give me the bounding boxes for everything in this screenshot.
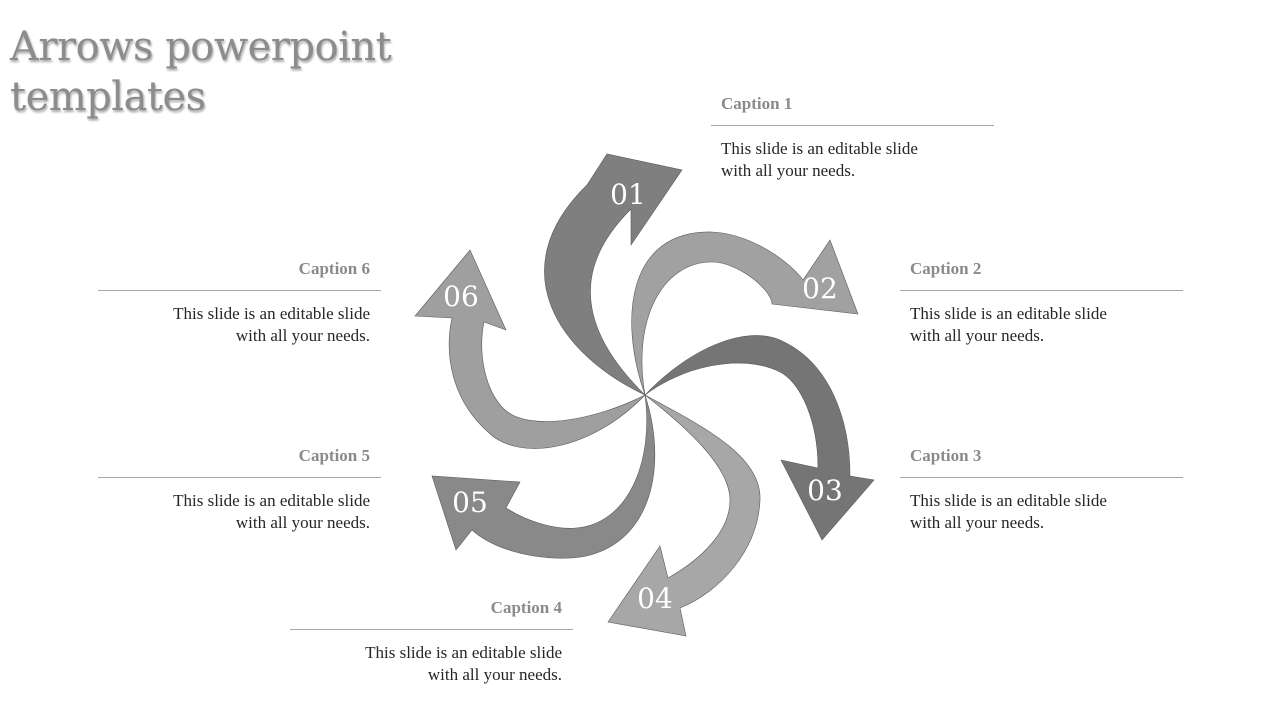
caption-5-title: Caption 5 [298,446,370,465]
arrow-02-shape [631,231,859,396]
caption-2-text: This slide is an editable slide with all… [900,303,1183,347]
caption-6-text: This slide is an editable slide with all… [98,303,381,347]
caption-4-line1: This slide is an editable slide [365,643,562,662]
caption-6-title: Caption 6 [298,259,370,278]
arrow-02-number: 02 [802,272,838,305]
caption-5-text: This slide is an editable slide with all… [98,490,381,534]
arrow-01-shape [544,153,683,396]
caption-2-line2: with all your needs. [910,326,1045,345]
caption-3-text: This slide is an editable slide with all… [900,490,1183,534]
caption-5-divider [98,477,381,478]
caption-3: Caption 3 This slide is an editable slid… [900,445,1183,534]
caption-1: Caption 1 This slide is an editable slid… [711,93,994,182]
arrow-03-shape [644,335,875,541]
arrow-03-number: 03 [807,474,843,507]
caption-3-divider [900,477,1183,478]
arrow-03: 03 [644,335,875,541]
caption-6: Caption 6 This slide is an editable slid… [98,258,381,347]
caption-5-line1: This slide is an editable slide [173,491,370,510]
caption-6-divider [98,290,381,291]
arrow-05: 05 [431,394,656,559]
caption-3-title: Caption 3 [910,446,982,465]
caption-1-line2: with all your needs. [721,161,856,180]
caption-4-divider [290,629,573,630]
caption-4-title: Caption 4 [490,598,562,617]
caption-1-title: Caption 1 [721,94,793,113]
caption-1-line1: This slide is an editable slide [721,139,918,158]
arrow-04-shape [607,394,761,637]
arrow-06-shape [414,249,646,449]
caption-4-line2: with all your needs. [427,665,562,684]
caption-6-line1: This slide is an editable slide [173,304,370,323]
arrow-01: 01 [544,153,683,396]
arrow-06-number: 06 [443,280,479,313]
caption-2-title: Caption 2 [910,259,982,278]
caption-1-divider [711,125,994,126]
caption-5: Caption 5 This slide is an editable slid… [98,445,381,534]
caption-3-line1: This slide is an editable slide [910,491,1107,510]
arrow-05-number: 05 [452,486,488,519]
caption-5-line2: with all your needs. [235,513,370,532]
arrow-01-number: 01 [610,178,646,211]
arrow-04: 04 [607,394,761,637]
caption-2-line1: This slide is an editable slide [910,304,1107,323]
caption-6-line2: with all your needs. [235,326,370,345]
arrow-06: 06 [414,249,646,449]
caption-4: Caption 4 This slide is an editable slid… [290,597,573,686]
slide-title: Arrows powerpoint templates [10,24,392,120]
arrow-04-number: 04 [637,582,673,615]
caption-1-text: This slide is an editable slide with all… [711,138,994,182]
arrow-05-shape [431,394,656,559]
caption-2: Caption 2 This slide is an editable slid… [900,258,1183,347]
caption-2-divider [900,290,1183,291]
caption-4-text: This slide is an editable slide with all… [290,642,573,686]
caption-3-line2: with all your needs. [910,513,1045,532]
arrow-02: 02 [631,231,859,396]
